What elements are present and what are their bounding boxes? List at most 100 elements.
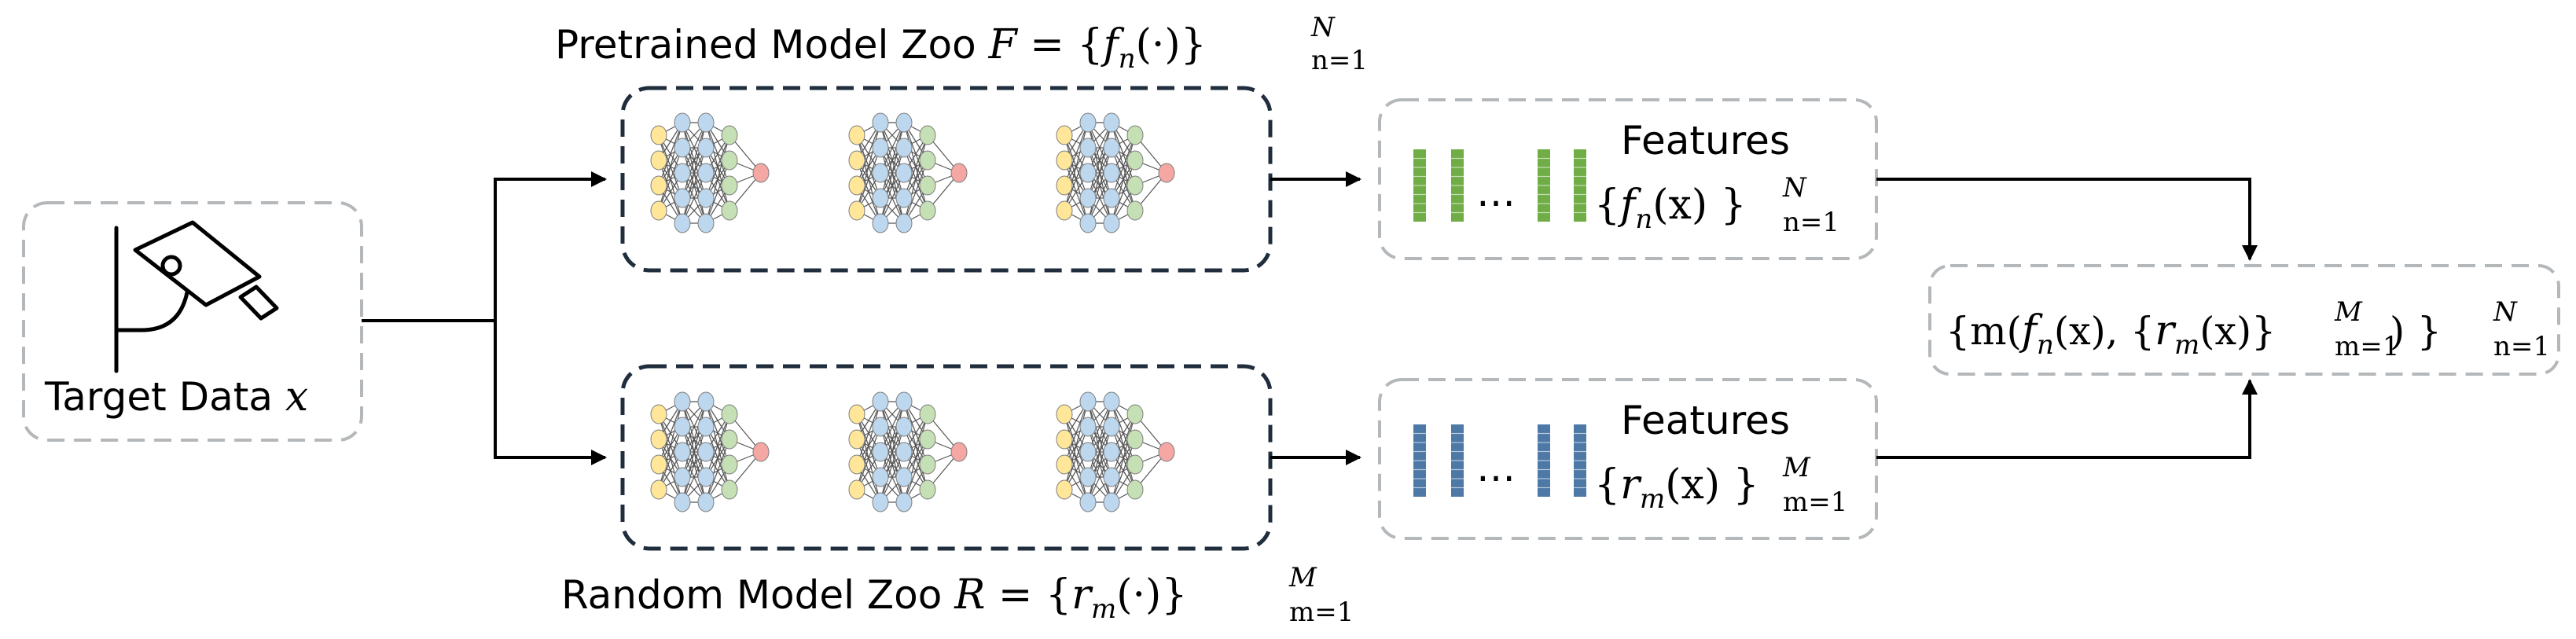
network-node	[1056, 200, 1073, 221]
network-edge	[1111, 413, 1136, 503]
random-zoo-lower: m=1	[1289, 597, 1354, 628]
network-edge	[856, 426, 881, 490]
network-edge	[903, 134, 928, 224]
network-edge	[856, 401, 881, 490]
feature-vector-bar	[1413, 424, 1426, 497]
network-edge	[903, 413, 928, 503]
network-node	[848, 454, 865, 475]
network-node	[872, 188, 889, 208]
network-edge	[856, 401, 881, 465]
network-edge	[880, 401, 905, 478]
network-node	[674, 112, 691, 133]
network-node	[895, 138, 913, 158]
combined-inner-sup: M	[2334, 296, 2363, 328]
target-data-box	[22, 201, 363, 442]
network-node	[919, 479, 936, 500]
random-features-to-output-arrow	[1876, 379, 2258, 459]
network-edge	[1087, 426, 1112, 503]
connector-lines	[362, 171, 2258, 465]
network-node	[1126, 429, 1144, 450]
network-node	[872, 442, 889, 462]
network-node	[1079, 163, 1097, 183]
neural-network-icon	[848, 391, 968, 512]
pretrained-features-to-output-arrow	[1876, 178, 2258, 261]
network-node	[1056, 125, 1073, 145]
network-node	[650, 175, 667, 196]
network-node	[919, 150, 936, 171]
network-node	[919, 454, 936, 475]
network-node	[674, 188, 691, 208]
network-node	[1126, 150, 1144, 171]
combined-formula: {m(fn(x), {rm(x)}	[1946, 307, 2276, 361]
network-edge	[1064, 401, 1089, 465]
network-edge	[705, 134, 730, 199]
network-node	[752, 442, 770, 462]
network-edge	[705, 413, 730, 503]
network-node	[848, 125, 865, 145]
network-edge	[705, 134, 730, 224]
network-node	[697, 213, 715, 233]
network-node	[919, 200, 936, 221]
network-node	[1056, 175, 1073, 196]
network-node	[674, 417, 691, 437]
network-node	[872, 112, 889, 133]
network-node	[1079, 391, 1097, 412]
network-node	[1126, 479, 1144, 500]
network-node	[721, 404, 738, 424]
network-node	[697, 391, 715, 412]
feature-vector-bar	[1451, 149, 1464, 222]
network-node	[919, 175, 936, 196]
network-edge	[682, 401, 707, 478]
network-edge	[705, 413, 730, 478]
network-node	[674, 467, 691, 487]
network-node	[650, 479, 667, 500]
network-node	[919, 429, 936, 450]
pretrained-features-lower: n=1	[1783, 207, 1839, 238]
pretrained-feature-bars	[1413, 149, 1586, 222]
combined-output-box	[1928, 264, 2560, 376]
random-features-ellipsis: …	[1476, 445, 1516, 490]
network-node	[1079, 492, 1097, 512]
network-edge	[880, 426, 905, 503]
network-edge	[1111, 439, 1136, 503]
random-zoo-sup: M	[1288, 562, 1317, 593]
network-node	[674, 163, 691, 183]
network-edge	[658, 122, 683, 186]
network-node	[650, 150, 667, 171]
network-node	[895, 112, 913, 133]
network-node	[1056, 404, 1073, 424]
network-edge	[658, 401, 683, 465]
network-node	[650, 200, 667, 221]
network-node	[697, 112, 715, 133]
network-edge	[1087, 147, 1112, 224]
network-node	[1103, 112, 1120, 133]
network-node	[872, 467, 889, 487]
network-node	[697, 442, 715, 462]
network-edge	[1064, 122, 1089, 186]
feature-vector-bar	[1413, 149, 1426, 222]
network-node	[1103, 492, 1120, 512]
network-node	[1126, 454, 1144, 475]
network-node	[721, 200, 738, 221]
network-node	[1126, 125, 1144, 145]
network-edge	[1064, 426, 1089, 490]
network-node	[674, 492, 691, 512]
network-edge	[1064, 401, 1089, 490]
network-node	[872, 213, 889, 233]
network-node	[721, 175, 738, 196]
network-node	[1079, 112, 1097, 133]
network-edge	[903, 413, 928, 478]
neural-network-icon	[1056, 391, 1175, 512]
network-node	[721, 479, 738, 500]
network-edge	[705, 439, 730, 503]
network-node	[950, 163, 968, 183]
network-edge	[1087, 401, 1112, 478]
combined-outer-sup: N	[2493, 296, 2518, 328]
pretrained-zoo-box	[620, 86, 1273, 273]
network-node	[1056, 429, 1073, 450]
network-node	[1103, 442, 1120, 462]
pretrained-features-formula: {fn(x) }	[1594, 182, 1747, 235]
network-edge	[1111, 134, 1136, 199]
network-node	[872, 138, 889, 158]
